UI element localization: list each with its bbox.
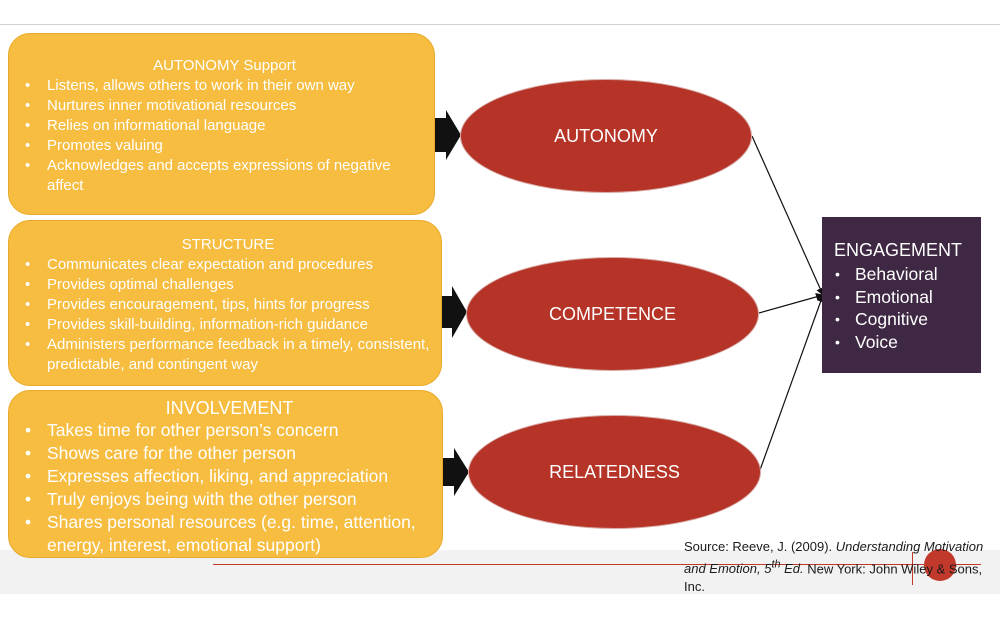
list-item: Shows care for the other person (25, 442, 434, 465)
list-item: Listens, allows others to work in their … (25, 76, 424, 96)
list-item: Relies on informational language (25, 116, 424, 136)
structure-box: STRUCTURE Communicates clear expectation… (8, 220, 442, 386)
block-arrow-relatedness (443, 448, 469, 496)
list-item: Expresses affection, liking, and appreci… (25, 465, 434, 488)
list-item: Provides encouragement, tips, hints for … (25, 295, 431, 315)
need-relatedness-ellipse: RELATEDNESS (468, 415, 761, 529)
source-publisher: New York: John Wiley & Sons, Inc. (684, 561, 983, 595)
source-title: Understanding Motivation and Emotion, 5t… (684, 539, 984, 577)
box-list: Takes time for other person’s concern Sh… (25, 419, 434, 557)
box-list: Listens, allows others to work in their … (25, 76, 424, 196)
top-divider (0, 24, 1000, 25)
connector-autonomy-engagement (751, 135, 824, 296)
autonomy-support-box: AUTONOMY Support Listens, allows others … (8, 33, 435, 215)
involvement-box: INVOLVEMENT Takes time for other person’… (8, 390, 443, 558)
list-item: Acknowledges and accepts expressions of … (25, 156, 424, 196)
engagement-list: Behavioral Emotional Cognitive Voice (834, 263, 981, 353)
list-item: Cognitive (834, 308, 981, 331)
footer-tick (912, 552, 913, 585)
list-item: Provides skill-building, information-ric… (25, 315, 431, 335)
need-label: AUTONOMY (554, 125, 658, 146)
list-item: Provides optimal challenges (25, 275, 431, 295)
list-item: Shares personal resources (e.g. time, at… (25, 511, 434, 557)
source-prefix: Source: Reeve, J. (2009). (684, 539, 836, 554)
need-autonomy-ellipse: AUTONOMY (460, 79, 752, 193)
list-item: Emotional (834, 286, 981, 309)
list-item: Truly enjoys being with the other person (25, 488, 434, 511)
engagement-box: ENGAGEMENT Behavioral Emotional Cognitiv… (822, 217, 981, 373)
block-arrow-competence (441, 286, 467, 338)
list-item: Behavioral (834, 263, 981, 286)
box-title: AUTONOMY Support (153, 57, 296, 74)
connector-relatedness-engagement (759, 294, 825, 471)
list-item: Nurtures inner motivational resources (25, 96, 424, 116)
need-competence-ellipse: COMPETENCE (466, 257, 759, 371)
source-citation: Source: Reeve, J. (2009). Understanding … (684, 538, 1000, 596)
footer-dot (924, 549, 956, 581)
need-label: COMPETENCE (548, 303, 676, 324)
box-list: Communicates clear expectation and proce… (25, 255, 431, 375)
engagement-title: ENGAGEMENT (834, 240, 963, 260)
list-item: Administers performance feedback in a ti… (25, 335, 431, 375)
list-item: Voice (834, 331, 981, 354)
list-item: Promotes valuing (25, 136, 424, 156)
list-item: Takes time for other person’s concern (25, 419, 434, 442)
footer-rule (213, 564, 981, 565)
box-title: STRUCTURE (181, 236, 275, 253)
block-arrow-autonomy (434, 110, 461, 160)
list-item: Communicates clear expectation and proce… (25, 255, 431, 275)
connector-competence-engagement (758, 293, 824, 314)
need-label: RELATEDNESS (549, 461, 680, 482)
box-title: INVOLVEMENT (165, 398, 294, 418)
